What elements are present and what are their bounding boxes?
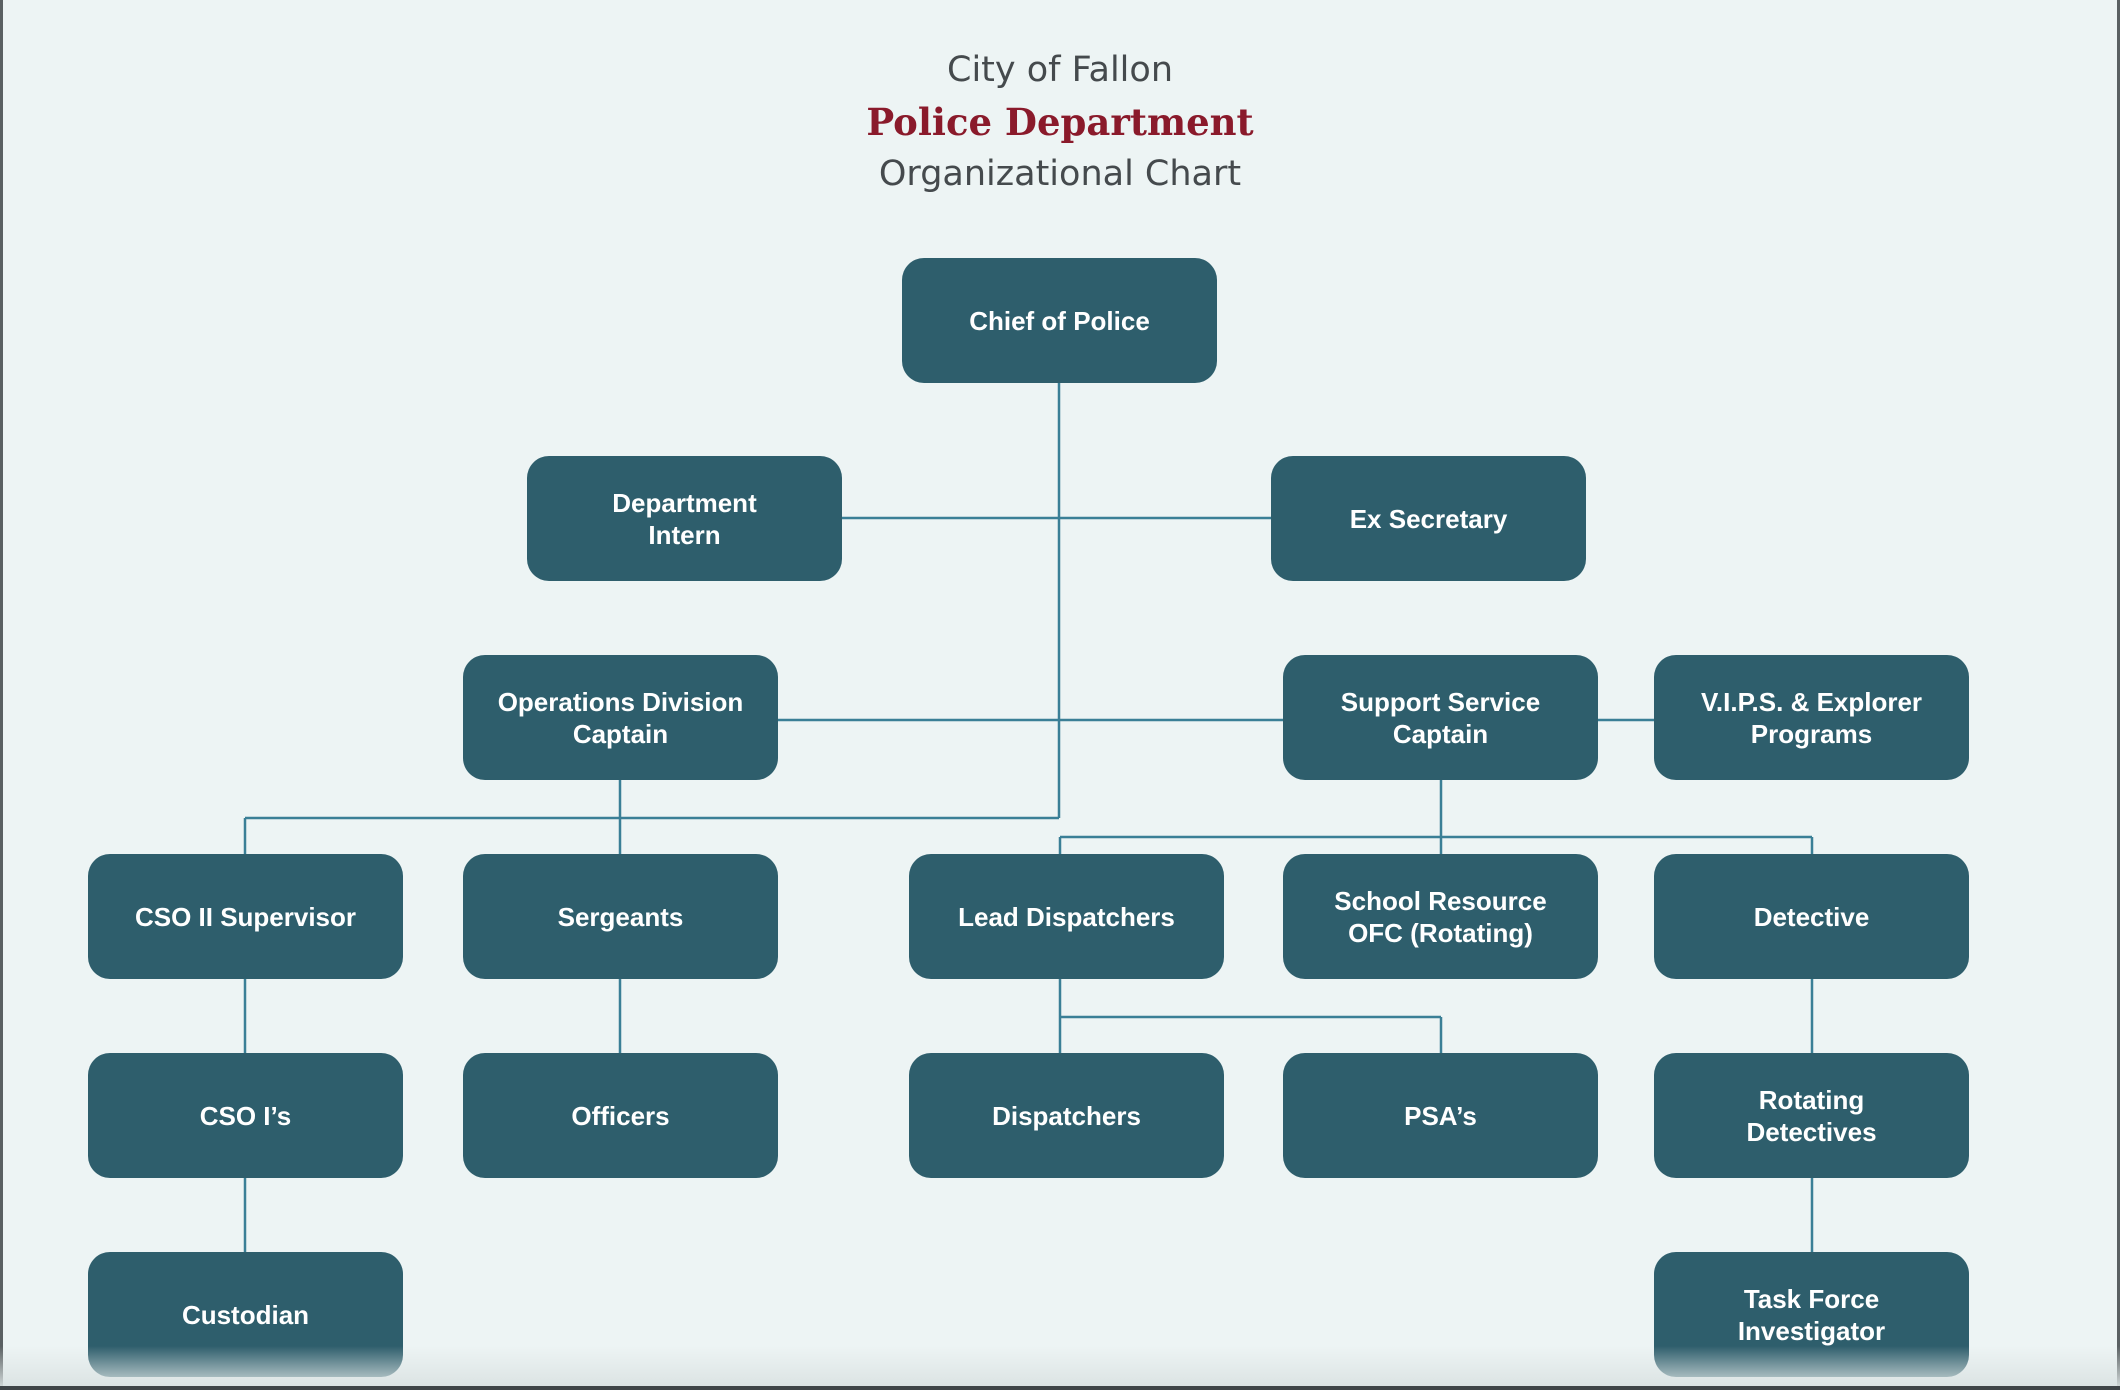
node-psa: PSA’s — [1283, 1053, 1598, 1178]
node-support-captain: Support Service Captain — [1283, 655, 1598, 780]
node-label: PSA’s — [1404, 1100, 1477, 1131]
node-sergeants: Sergeants — [463, 854, 778, 979]
node-officers: Officers — [463, 1053, 778, 1178]
node-vips-explorer: V.I.P.S. & Explorer Programs — [1654, 655, 1969, 780]
node-label: Ex Secretary — [1349, 503, 1508, 534]
window-edge-bottom — [0, 1386, 2120, 1390]
node-label: Sergeants — [557, 901, 684, 932]
node-label: Custodian — [181, 1299, 310, 1330]
node-dispatchers: Dispatchers — [909, 1053, 1224, 1178]
node-detective: Detective — [1654, 854, 1969, 979]
node-label: Rotating Detectives — [1746, 1084, 1877, 1147]
node-school-resource: School Resource OFC (Rotating) — [1283, 854, 1598, 979]
node-label: V.I.P.S. & Explorer Programs — [1700, 686, 1923, 749]
node-chief-of-police: Chief of Police — [902, 258, 1217, 383]
node-task-force-investigator: Task Force Investigator — [1654, 1252, 1969, 1377]
node-label: Operations Division Captain — [497, 686, 744, 749]
node-label: Lead Dispatchers — [958, 901, 1175, 932]
node-label: Detective — [1753, 901, 1870, 932]
node-label: School Resource OFC (Rotating) — [1334, 885, 1547, 948]
node-operations-captain: Operations Division Captain — [463, 655, 778, 780]
node-cso-i: CSO I’s — [88, 1053, 403, 1178]
window-edge-left — [0, 0, 3, 1390]
node-label: CSO I’s — [199, 1100, 292, 1131]
city-name: City of Fallon — [947, 50, 1173, 90]
node-rotating-detectives: Rotating Detectives — [1654, 1053, 1969, 1178]
department-name: Police Department — [866, 100, 1254, 144]
chart-title: Organizational Chart — [878, 154, 1242, 194]
node-label: Chief of Police — [969, 305, 1150, 336]
node-label: Department Intern — [612, 487, 757, 550]
node-custodian: Custodian — [88, 1252, 403, 1377]
node-department-intern: Department Intern — [527, 456, 842, 581]
node-label: Support Service Captain — [1340, 686, 1541, 749]
node-label: CSO II Supervisor — [134, 901, 357, 932]
node-label: Task Force Investigator — [1737, 1283, 1886, 1346]
chart-header: City of Fallon Police Department Organiz… — [0, 44, 2120, 200]
node-ex-secretary: Ex Secretary — [1271, 456, 1586, 581]
window-edge-right — [2117, 0, 2120, 1390]
node-label: Officers — [571, 1100, 670, 1131]
node-cso-ii-supervisor: CSO II Supervisor — [88, 854, 403, 979]
node-label: Dispatchers — [992, 1100, 1141, 1131]
node-lead-dispatchers: Lead Dispatchers — [909, 854, 1224, 979]
